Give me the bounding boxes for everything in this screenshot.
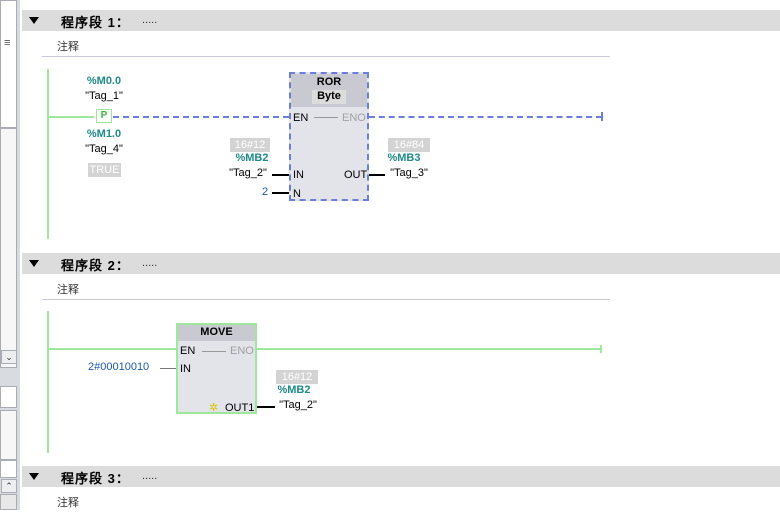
out-monitor-value: 16#84 [388, 138, 430, 152]
chevron-up-icon: ⌃ [5, 481, 13, 491]
network-dots[interactable]: ..... [142, 14, 158, 26]
pin-in: IN [293, 169, 304, 181]
n-wire [272, 192, 289, 194]
out-wire [257, 406, 275, 408]
no-flow-line [113, 116, 289, 118]
network-1-header[interactable]: 程序段 1： ..... [22, 10, 780, 31]
pane-splitter[interactable] [0, 368, 20, 386]
move-titlebar [178, 325, 255, 341]
comment-label: 注释 [57, 41, 79, 53]
network-dots[interactable]: ..... [142, 257, 158, 269]
network-2-header[interactable]: 程序段 2： ..... [22, 253, 780, 274]
en-eno-link [314, 117, 338, 118]
power-flow-line [49, 116, 94, 118]
power-rail [47, 69, 49, 239]
pin-out1: OUT1 [225, 402, 255, 414]
pin-en: EN [180, 345, 196, 357]
pin-eno: ENO [230, 345, 254, 357]
eno-no-flow-line [369, 116, 602, 118]
in-monitor-value: 16#12 [230, 138, 270, 152]
pin-in: IN [180, 363, 191, 375]
network-3-header[interactable]: 程序段 3： ..... [22, 466, 780, 487]
edge-memory-tag: "Tag_4" [85, 143, 123, 155]
contact-tag: "Tag_1" [85, 90, 123, 102]
instruction-name: MOVE [200, 326, 233, 338]
positive-edge-contact[interactable]: P [96, 109, 112, 123]
lower-pane [0, 410, 17, 460]
out-wire [369, 174, 385, 176]
in-wire [272, 174, 289, 176]
out-tag[interactable]: "Tag_3" [390, 167, 428, 179]
pin-n: N [293, 188, 301, 200]
contact-address: %M0.0 [86, 75, 122, 87]
network-2-comment[interactable]: 注释 [42, 278, 610, 300]
network-dots[interactable]: ..... [142, 470, 158, 482]
data-type-selector[interactable]: Byte [312, 90, 346, 104]
power-flow-line [49, 348, 176, 350]
in-wire [160, 368, 176, 369]
editor-scroll-rail: ≡ ⌄ ⌃ [0, 0, 20, 510]
pin-out: OUT [344, 169, 368, 181]
ror-instruction-box[interactable]: ROR Byte EN ENO IN OUT N [289, 72, 369, 201]
menu-icon[interactable]: ≡ [4, 37, 11, 49]
scrollbar-track[interactable] [0, 128, 17, 368]
edge-status-value: TRUE [88, 163, 121, 177]
instruction-name: ROR [316, 76, 342, 88]
chevron-down-icon: ⌄ [5, 352, 13, 362]
in-address: %MB2 [235, 152, 269, 164]
network-title: 程序段 2： [61, 258, 130, 273]
out-address: %MB2 [277, 384, 311, 396]
scroll-down-button[interactable]: ⌄ [1, 350, 17, 364]
network-title: 程序段 1： [61, 15, 130, 30]
lower-pane-bottom [0, 460, 17, 478]
scroll-up-button[interactable]: ⌃ [1, 479, 17, 493]
power-rail [47, 311, 49, 453]
network-1-comment[interactable]: 注释 [42, 35, 610, 57]
network-3-comment[interactable]: 注释 [42, 491, 610, 512]
comment-label: 注释 [57, 284, 79, 296]
add-output-icon[interactable]: ✲ [209, 402, 219, 414]
pin-eno: ENO [342, 112, 366, 124]
collapse-arrow-icon[interactable] [29, 17, 39, 24]
move-instruction-box[interactable]: MOVE EN ENO IN ✲ OUT1 [176, 323, 257, 414]
collapse-arrow-icon[interactable] [29, 473, 39, 480]
rung-end-marker [600, 345, 602, 353]
eno-flow-line [257, 348, 602, 350]
comment-label: 注释 [57, 497, 79, 509]
en-eno-link [202, 351, 226, 352]
in-literal[interactable]: 2#00010010 [88, 361, 150, 373]
out-address: %MB3 [387, 152, 421, 164]
out-monitor-value: 16#12 [276, 370, 318, 384]
lower-pane-top [0, 386, 17, 408]
scroll-thumb[interactable] [0, 494, 17, 510]
out-tag[interactable]: "Tag_2" [279, 399, 317, 411]
n-literal[interactable]: 2 [262, 186, 269, 198]
in-tag[interactable]: "Tag_2" [229, 167, 267, 179]
upper-pane: ≡ [0, 0, 17, 128]
rung-end-marker [601, 112, 605, 121]
network-title: 程序段 3： [61, 471, 130, 486]
pin-en: EN [293, 112, 309, 124]
edge-memory-address: %M1.0 [86, 128, 122, 140]
collapse-arrow-icon[interactable] [29, 260, 39, 267]
